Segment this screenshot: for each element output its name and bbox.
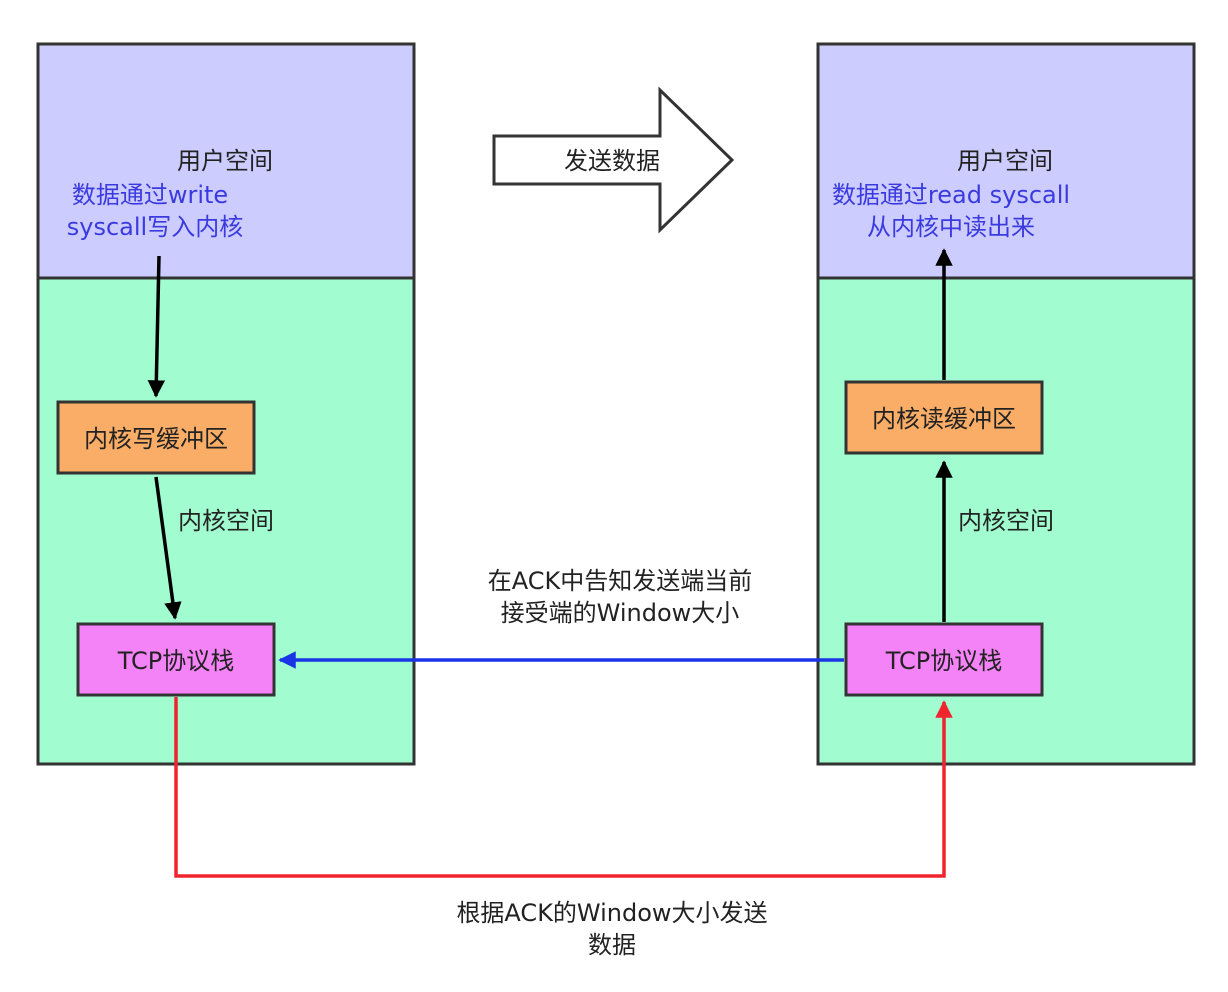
receiver-user-space-label: 用户空间 [957, 147, 1053, 175]
send-data-label-line1: 根据ACK的Window大小发送 [456, 899, 767, 927]
sender-tcp-stack-label: TCP协议栈 [117, 647, 234, 675]
receiver-read-note-line1: 数据通过read syscall [832, 181, 1070, 209]
receiver-user-space [816, 42, 1196, 280]
send-data-arrow-label: 发送数据 [564, 147, 660, 175]
ack-window-label-line1: 在ACK中告知发送端当前 [488, 567, 753, 595]
kernel-write-buffer-label: 内核写缓冲区 [84, 425, 228, 453]
kernel-read-buffer-box [844, 380, 1044, 455]
write-to-buffer-arrow [147, 255, 166, 398]
send-data-arrow-shape [492, 86, 735, 234]
receiver-host: 用户空间 数据通过read syscall 从内核中读出来 内核读缓冲区 内核空… [816, 42, 1196, 766]
sender-kernel-space-label: 内核空间 [178, 507, 274, 535]
kernel-read-buffer-label: 内核读缓冲区 [872, 405, 1016, 433]
send-data-flow: 根据ACK的Window大小发送 数据 [174, 697, 953, 959]
send-data-path-arrow [174, 697, 953, 878]
buffer-to-tcp-arrow [154, 476, 182, 620]
receiver-read-note-line2: 从内核中读出来 [867, 213, 1035, 241]
sender-user-space-label: 用户空间 [177, 147, 273, 175]
receiver-tcp-stack-label: TCP协议栈 [885, 647, 1002, 675]
receiver-tcp-stack-box [844, 622, 1044, 697]
send-data-arrow: 发送数据 [492, 86, 735, 234]
sender-write-note-line1: 数据通过write [72, 181, 228, 209]
kernel-write-buffer-box [56, 400, 256, 475]
ack-window-flow: 在ACK中告知发送端当前 接受端的Window大小 [278, 567, 844, 669]
sender-host: 用户空间 数据通过write syscall写入内核 内核写缓冲区 内核空间 T… [36, 42, 416, 766]
sender-write-note-line2: syscall写入内核 [67, 213, 243, 241]
send-data-label-line2: 数据 [588, 931, 636, 959]
ack-window-label-line2: 接受端的Window大小 [501, 599, 740, 627]
sender-tcp-stack-box [76, 622, 276, 697]
sender-user-space [36, 42, 416, 280]
receiver-kernel-space-label: 内核空间 [958, 507, 1054, 535]
